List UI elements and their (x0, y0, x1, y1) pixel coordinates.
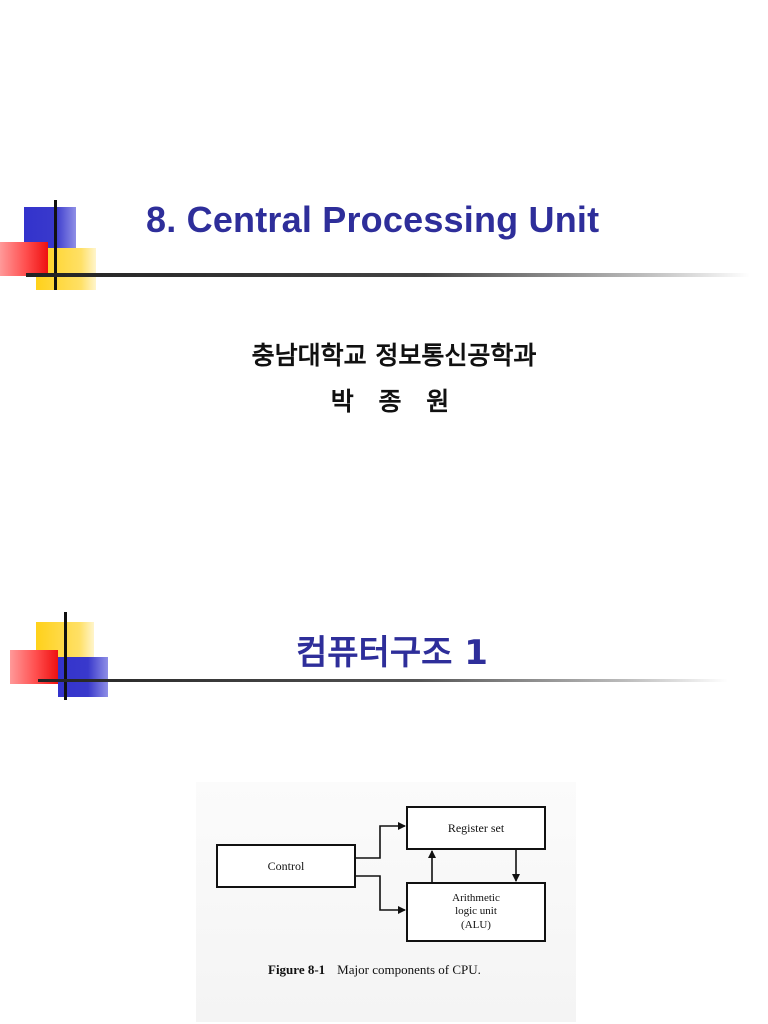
vertical-rule (54, 200, 57, 290)
red-square (0, 242, 48, 276)
slide-title: 8. Central Processing Unit (146, 199, 600, 240)
vertical-rule (64, 612, 67, 700)
title-underline (26, 273, 750, 277)
register-set-label: Register set (447, 820, 505, 835)
slide-2: 컴퓨터구조 1 Control Register set Arith (0, 512, 768, 1024)
control-to-register-arrow (356, 822, 406, 859)
alu-label-line-2: logic unit (455, 905, 497, 918)
cpu-components-figure: Control Register set Arithmetic logic un… (196, 782, 576, 1022)
figure-caption-text: Major components of CPU. (337, 962, 481, 977)
author-name: 박 종 원 (330, 387, 458, 416)
control-box: Control (216, 844, 356, 888)
slide-title: 컴퓨터구조 1 (296, 633, 488, 673)
control-to-alu-arrow (356, 875, 406, 914)
control-label: Control (267, 858, 305, 873)
alu-label-line-3: (ALU) (461, 918, 491, 931)
alu-label-line-1: Arithmetic (452, 892, 500, 905)
alu-box: Arithmetic logic unit (ALU) (406, 882, 546, 942)
title-underline (38, 679, 728, 682)
department-text: 충남대학교 정보통신공학과 (251, 341, 537, 370)
figure-caption: Figure 8-1 Major components of CPU. (268, 962, 481, 978)
figure-number: Figure 8-1 (268, 962, 326, 977)
red-square (10, 650, 58, 684)
connector-arrows (356, 822, 520, 914)
slide-1: 8. Central Processing Unit 충남대학교 정보통신공학과… (0, 199, 750, 416)
register-set-box: Register set (406, 806, 546, 850)
